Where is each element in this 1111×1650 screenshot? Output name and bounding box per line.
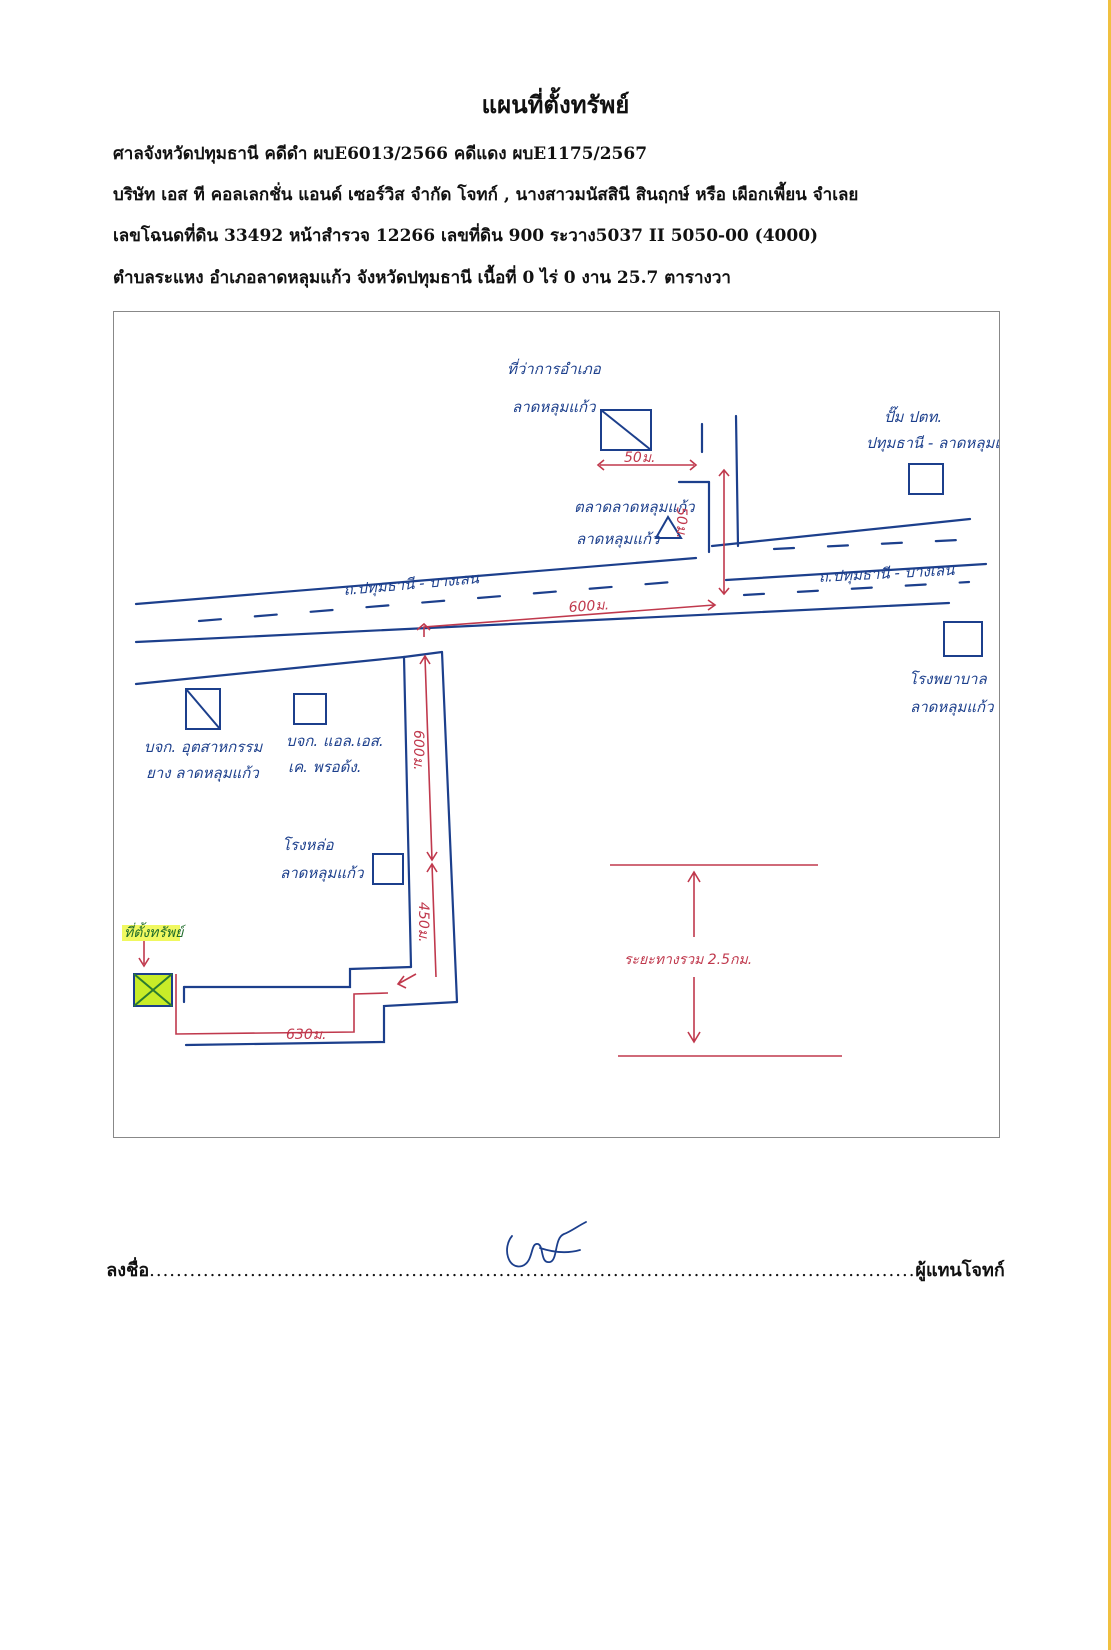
gas-station-label-2: ปทุมธานี - ลาดหลุมแก้ว xyxy=(866,434,999,452)
district-office-label-2: ลาดหลุมแก้ว xyxy=(512,398,597,416)
dim-label-side-2: 450ม. xyxy=(415,902,431,942)
scale-label: ระยะทางรวม 2.5กม. xyxy=(624,952,752,968)
signature-suffix: ผู้แทนโจทก์ xyxy=(915,1260,1005,1281)
lower-road-top xyxy=(134,655,406,686)
hospital-icon xyxy=(943,621,983,657)
dim-top-vertical xyxy=(718,468,730,596)
signature-line: ลงชื่อ..................................… xyxy=(0,1255,1111,1284)
signature-prefix: ลงชื่อ xyxy=(106,1260,150,1281)
market-label: ตลาดลาดหลุมแก้ว xyxy=(574,498,696,516)
dim-label-bottom: 630ม. xyxy=(286,1027,326,1043)
location-line: ตำบลระแหง อำเภอลาดหลุมแก้ว จังหวัดปทุมธา… xyxy=(113,268,731,288)
property-label: ที่ตั้งทรัพย์ xyxy=(124,922,186,941)
dim-label-top-h: 50ม. xyxy=(624,450,656,466)
signature-mark xyxy=(506,1221,587,1268)
soi-top xyxy=(182,965,413,989)
main-road-top-left-edge xyxy=(134,556,698,606)
page-edge xyxy=(1108,0,1111,1650)
district-office-label: ที่ว่าการอำเภอ xyxy=(507,358,602,378)
company-label: บจก. อุตสาหกรรม xyxy=(144,738,263,756)
shop-icon xyxy=(293,693,327,725)
page-title: แผนที่ตั้งทรัพย์ xyxy=(481,90,630,119)
hospital-label-2: ลาดหลุมแก้ว xyxy=(910,698,995,716)
gas-station-label: ปั๊ม ปตท. xyxy=(884,406,942,426)
district-office-icon xyxy=(600,409,652,451)
dim-main-horizontal xyxy=(416,599,717,637)
market-label-2: ลาดหลุมแก้ว xyxy=(576,530,661,548)
company-building-icon xyxy=(185,688,221,730)
gas-station-icon xyxy=(908,463,944,495)
south-road-top xyxy=(402,650,444,659)
location-map: ที่ว่าการอำเภอ ลาดหลุมแก้ว ตลาดลาดหลุมแก… xyxy=(122,358,999,1057)
property-marker-icon xyxy=(122,925,180,1007)
south-road-left xyxy=(402,655,413,969)
dim-label-side-1: 600ม. xyxy=(410,730,426,770)
dim-label-main: 600ม. xyxy=(568,597,609,616)
dim-top-horizontal xyxy=(596,459,698,471)
foundry-label-2: ลาดหลุมแก้ว xyxy=(280,864,365,882)
scale-arrow-up xyxy=(687,870,701,937)
road-label-left: ถ.ปทุมธานี - บางเลน xyxy=(343,569,481,599)
dim-side-vertical-1 xyxy=(419,654,438,862)
court-case-line: ศาลจังหวัดปทุมธานี คดีดำ ผบE6013/2566 คด… xyxy=(113,144,648,164)
shop-label: บจก. แอล.เอส. xyxy=(286,732,384,750)
hospital-label: โรงพยาบาล xyxy=(909,670,987,688)
deed-line: เลขโฉนดที่ดิน 33492 หน้าสำรวจ 12266 เลขท… xyxy=(113,226,819,246)
foundry-icon xyxy=(372,853,404,885)
north-road-right xyxy=(734,414,740,548)
map-frame: ที่ว่าการอำเภอ ลาดหลุมแก้ว ตลาดลาดหลุมแก… xyxy=(113,311,1000,1138)
soi-bottom xyxy=(184,1000,459,1047)
main-road-top-right-edge xyxy=(710,517,972,548)
dim-side-vertical-2 xyxy=(396,862,438,989)
company-label-2: ยาง ลาดหลุมแก้ว xyxy=(146,764,260,782)
shop-label-2: เค. พรอด้ง. xyxy=(288,758,361,776)
foundry-label: โรงหล่อ xyxy=(282,836,335,854)
scale-arrow-down xyxy=(687,977,701,1044)
main-road-top-right-edge2 xyxy=(724,562,988,582)
road-centerline-right xyxy=(742,580,971,597)
main-road-bottom-edge xyxy=(134,601,951,644)
market-icon xyxy=(654,515,683,539)
road-centerline-right2 xyxy=(772,538,961,551)
signature-dots: ........................................… xyxy=(149,1260,916,1281)
parties-line: บริษัท เอส ที คอลเลกชั่น แอนด์ เซอร์วิส … xyxy=(113,185,859,205)
south-road-right xyxy=(440,650,459,1004)
road-label-right: ถ.ปทุมธานี - บางเลน xyxy=(818,561,955,586)
dim-label-top-v: 50ม. xyxy=(673,507,689,539)
dim-bottom xyxy=(175,974,389,1035)
